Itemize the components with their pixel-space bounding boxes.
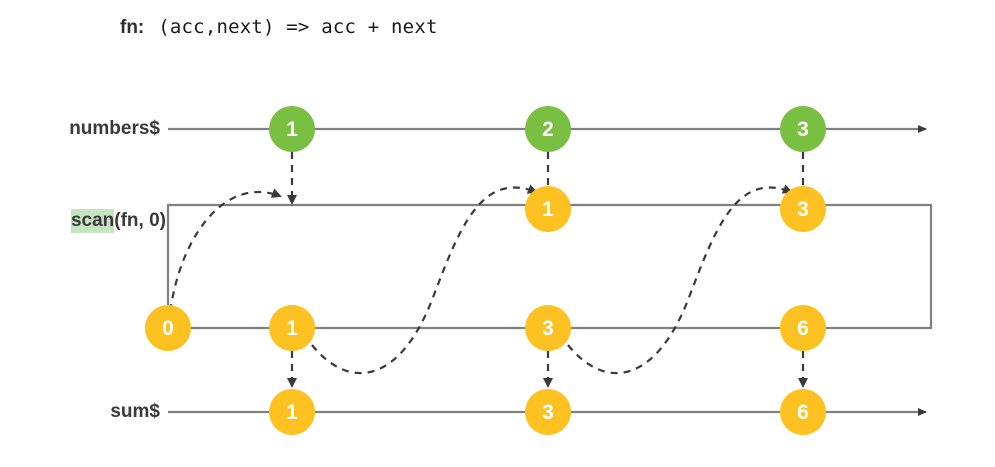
marble-output-3[interactable]: 6 bbox=[780, 389, 826, 435]
operator-box bbox=[166, 203, 933, 330]
marble-source-3[interactable]: 3 bbox=[780, 106, 826, 152]
marble-accumulator-3[interactable]: 6 bbox=[780, 305, 826, 351]
fn-body-expression: (acc,next) => acc + next bbox=[158, 16, 438, 38]
fn-label: fn: bbox=[120, 17, 145, 38]
fn-declaration: fn: (acc,next) => acc + next bbox=[120, 16, 438, 46]
operator-label: scan(fn, 0) bbox=[0, 209, 166, 233]
marble-accumulator-1[interactable]: 1 bbox=[269, 305, 315, 351]
marble-output-1[interactable]: 1 bbox=[269, 389, 315, 435]
feedback-curve-2 bbox=[311, 184, 538, 375]
marble-source-2[interactable]: 2 bbox=[525, 106, 571, 152]
feedback-curve-3 bbox=[567, 184, 793, 375]
marble-accumulator-seed[interactable]: 0 bbox=[145, 305, 191, 351]
operator-args: (fn, 0) bbox=[114, 210, 166, 231]
marble-output-2[interactable]: 3 bbox=[525, 389, 571, 435]
marble-scan-input-1[interactable]: 1 bbox=[525, 186, 571, 232]
marble-scan-input-2[interactable]: 3 bbox=[780, 186, 826, 232]
source-stream-label: numbers$ bbox=[69, 118, 160, 139]
marble-source-1[interactable]: 1 bbox=[269, 106, 315, 152]
operator-name-highlight: scan bbox=[70, 209, 115, 233]
output-stream-label: sum$ bbox=[110, 401, 160, 422]
feedback-curve-1 bbox=[166, 188, 282, 351]
marble-accumulator-2[interactable]: 3 bbox=[525, 305, 571, 351]
